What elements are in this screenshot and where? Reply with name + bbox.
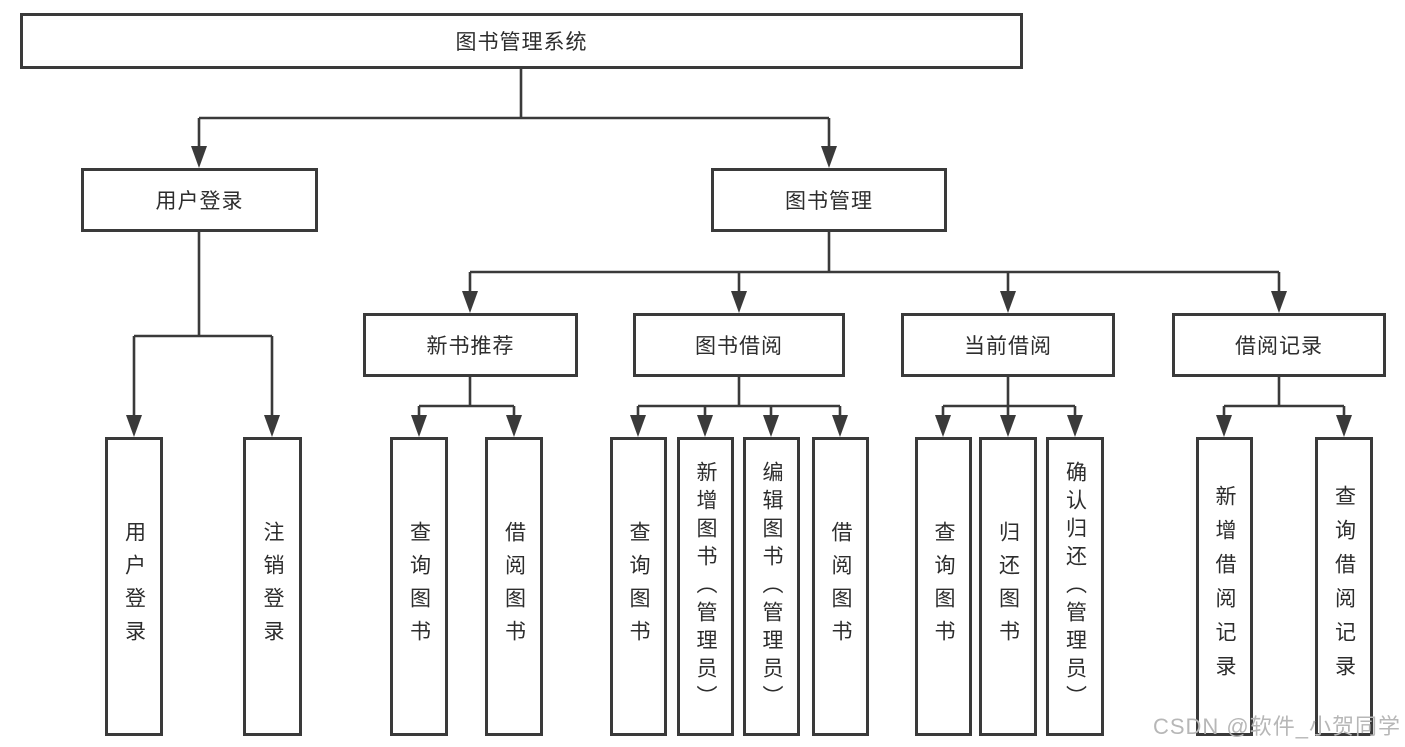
node-new-book-rec: 新书推荐 [363, 313, 578, 377]
arrow-down-icon [126, 415, 142, 437]
leaf-query-book-1: 查询图书 [390, 437, 448, 736]
leaf-borrow-book-1: 借阅图书 [485, 437, 543, 736]
node-user-login-label: 用户登录 [155, 190, 244, 213]
leaf-query-book-3: 查询图书 [915, 437, 972, 736]
arrow-down-icon [630, 415, 646, 437]
arrow-down-icon [1271, 291, 1287, 313]
arrow-down-icon [832, 415, 848, 437]
node-root-system-label: 图书管理系统 [455, 31, 588, 54]
node-user-login: 用户登录 [81, 168, 318, 232]
connector-borrow-records-children [1216, 377, 1352, 437]
node-borrow-records: 借阅记录 [1172, 313, 1386, 377]
connector-book-mgmt-children [462, 232, 1287, 313]
leaf-add-borrow-record: 新增借阅记录 [1196, 437, 1253, 736]
leaf-query-borrow-record: 查询借阅记录 [1315, 437, 1373, 736]
leaf-confirm-return-admin: 确认归还（管理员） [1046, 437, 1104, 736]
leaf-logout: 注销登录 [243, 437, 302, 736]
arrow-down-icon [264, 415, 280, 437]
connector-new-book-rec-children [411, 377, 522, 437]
connector-root-to-branches [191, 69, 837, 168]
leaf-borrow-book-2: 借阅图书 [812, 437, 869, 736]
leaf-return-book: 归还图书 [979, 437, 1037, 736]
node-current-borrow: 当前借阅 [901, 313, 1115, 377]
arrow-down-icon [411, 415, 427, 437]
node-book-mgmt: 图书管理 [711, 168, 947, 232]
node-book-borrow: 图书借阅 [633, 313, 845, 377]
arrow-down-icon [763, 415, 779, 437]
connector-book-borrow-children [630, 377, 848, 437]
arrow-down-icon [1000, 415, 1016, 437]
arrow-down-icon [697, 415, 713, 437]
node-borrow-records-label: 借阅记录 [1235, 335, 1323, 358]
arrow-down-icon [1336, 415, 1352, 437]
arrow-down-icon [1000, 291, 1016, 313]
node-root-system: 图书管理系统 [20, 13, 1023, 69]
arrow-down-icon [731, 291, 747, 313]
arrow-down-icon [1216, 415, 1232, 437]
leaf-edit-book-admin: 编辑图书（管理员） [743, 437, 800, 736]
arrow-down-icon [1067, 415, 1083, 437]
node-current-borrow-label: 当前借阅 [964, 335, 1052, 358]
node-book-borrow-label: 图书借阅 [695, 335, 783, 358]
arrow-down-icon [191, 146, 207, 168]
node-book-mgmt-label: 图书管理 [785, 190, 873, 213]
leaf-user-login: 用户登录 [105, 437, 163, 736]
arrow-down-icon [506, 415, 522, 437]
arrow-down-icon [821, 146, 837, 168]
connector-current-borrow-children [935, 377, 1083, 437]
arrow-down-icon [935, 415, 951, 437]
csdn-watermark: CSDN @软件_小贺同学 [1152, 714, 1401, 739]
leaf-query-book-2: 查询图书 [610, 437, 667, 736]
node-new-book-rec-label: 新书推荐 [426, 335, 515, 358]
leaf-add-book-admin: 新增图书（管理员） [677, 437, 734, 736]
arrow-down-icon [462, 291, 478, 313]
connector-user-login-children [126, 232, 280, 437]
